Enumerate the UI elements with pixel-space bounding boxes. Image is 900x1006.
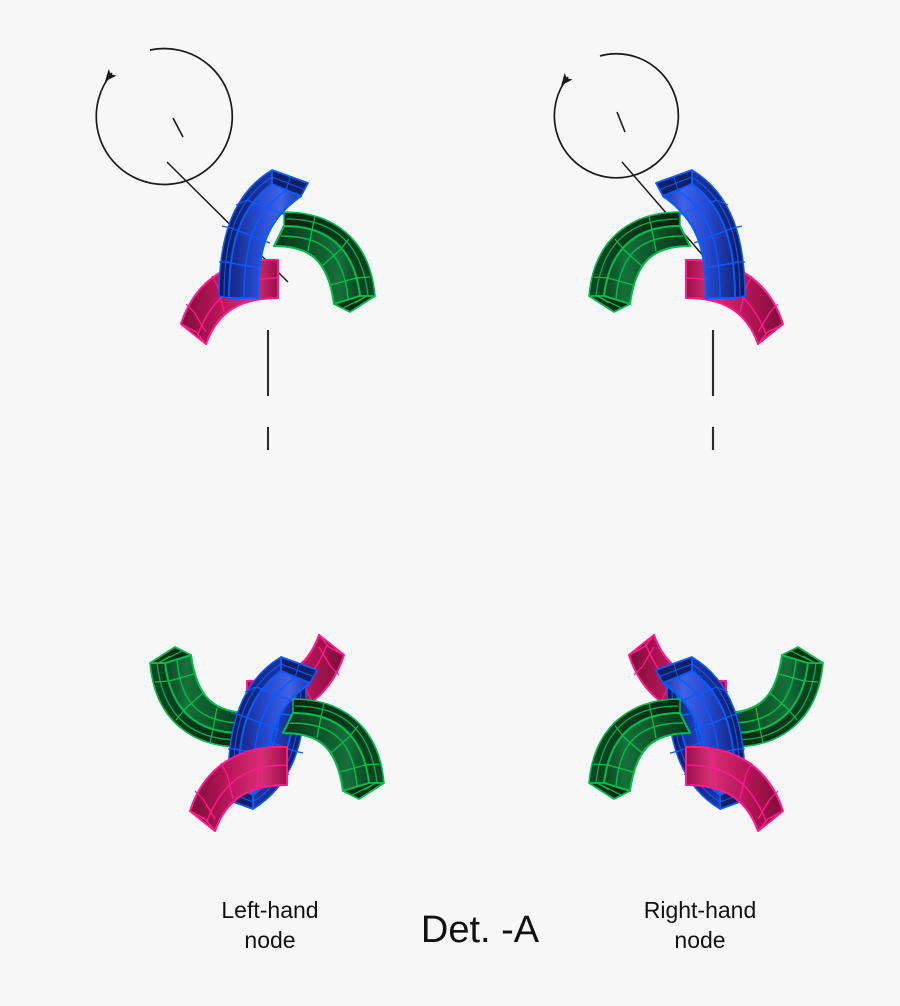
left-rotation-circle xyxy=(95,47,234,186)
lower-left-node xyxy=(149,634,385,832)
detail-label: Det. -A xyxy=(420,909,540,951)
green-arm-right xyxy=(273,211,376,313)
upper-right-node xyxy=(588,169,784,345)
right-circle-tick xyxy=(616,111,626,133)
upper-left-node xyxy=(180,169,376,345)
lower-right-node xyxy=(588,634,824,832)
right-hand-node-label: Right-hand node xyxy=(643,897,757,953)
green-arm-right xyxy=(588,211,691,313)
left-circle-tick xyxy=(172,117,184,138)
right-rotation-circle xyxy=(553,53,680,179)
left-hand-node-label: Left-hand node xyxy=(221,897,319,953)
